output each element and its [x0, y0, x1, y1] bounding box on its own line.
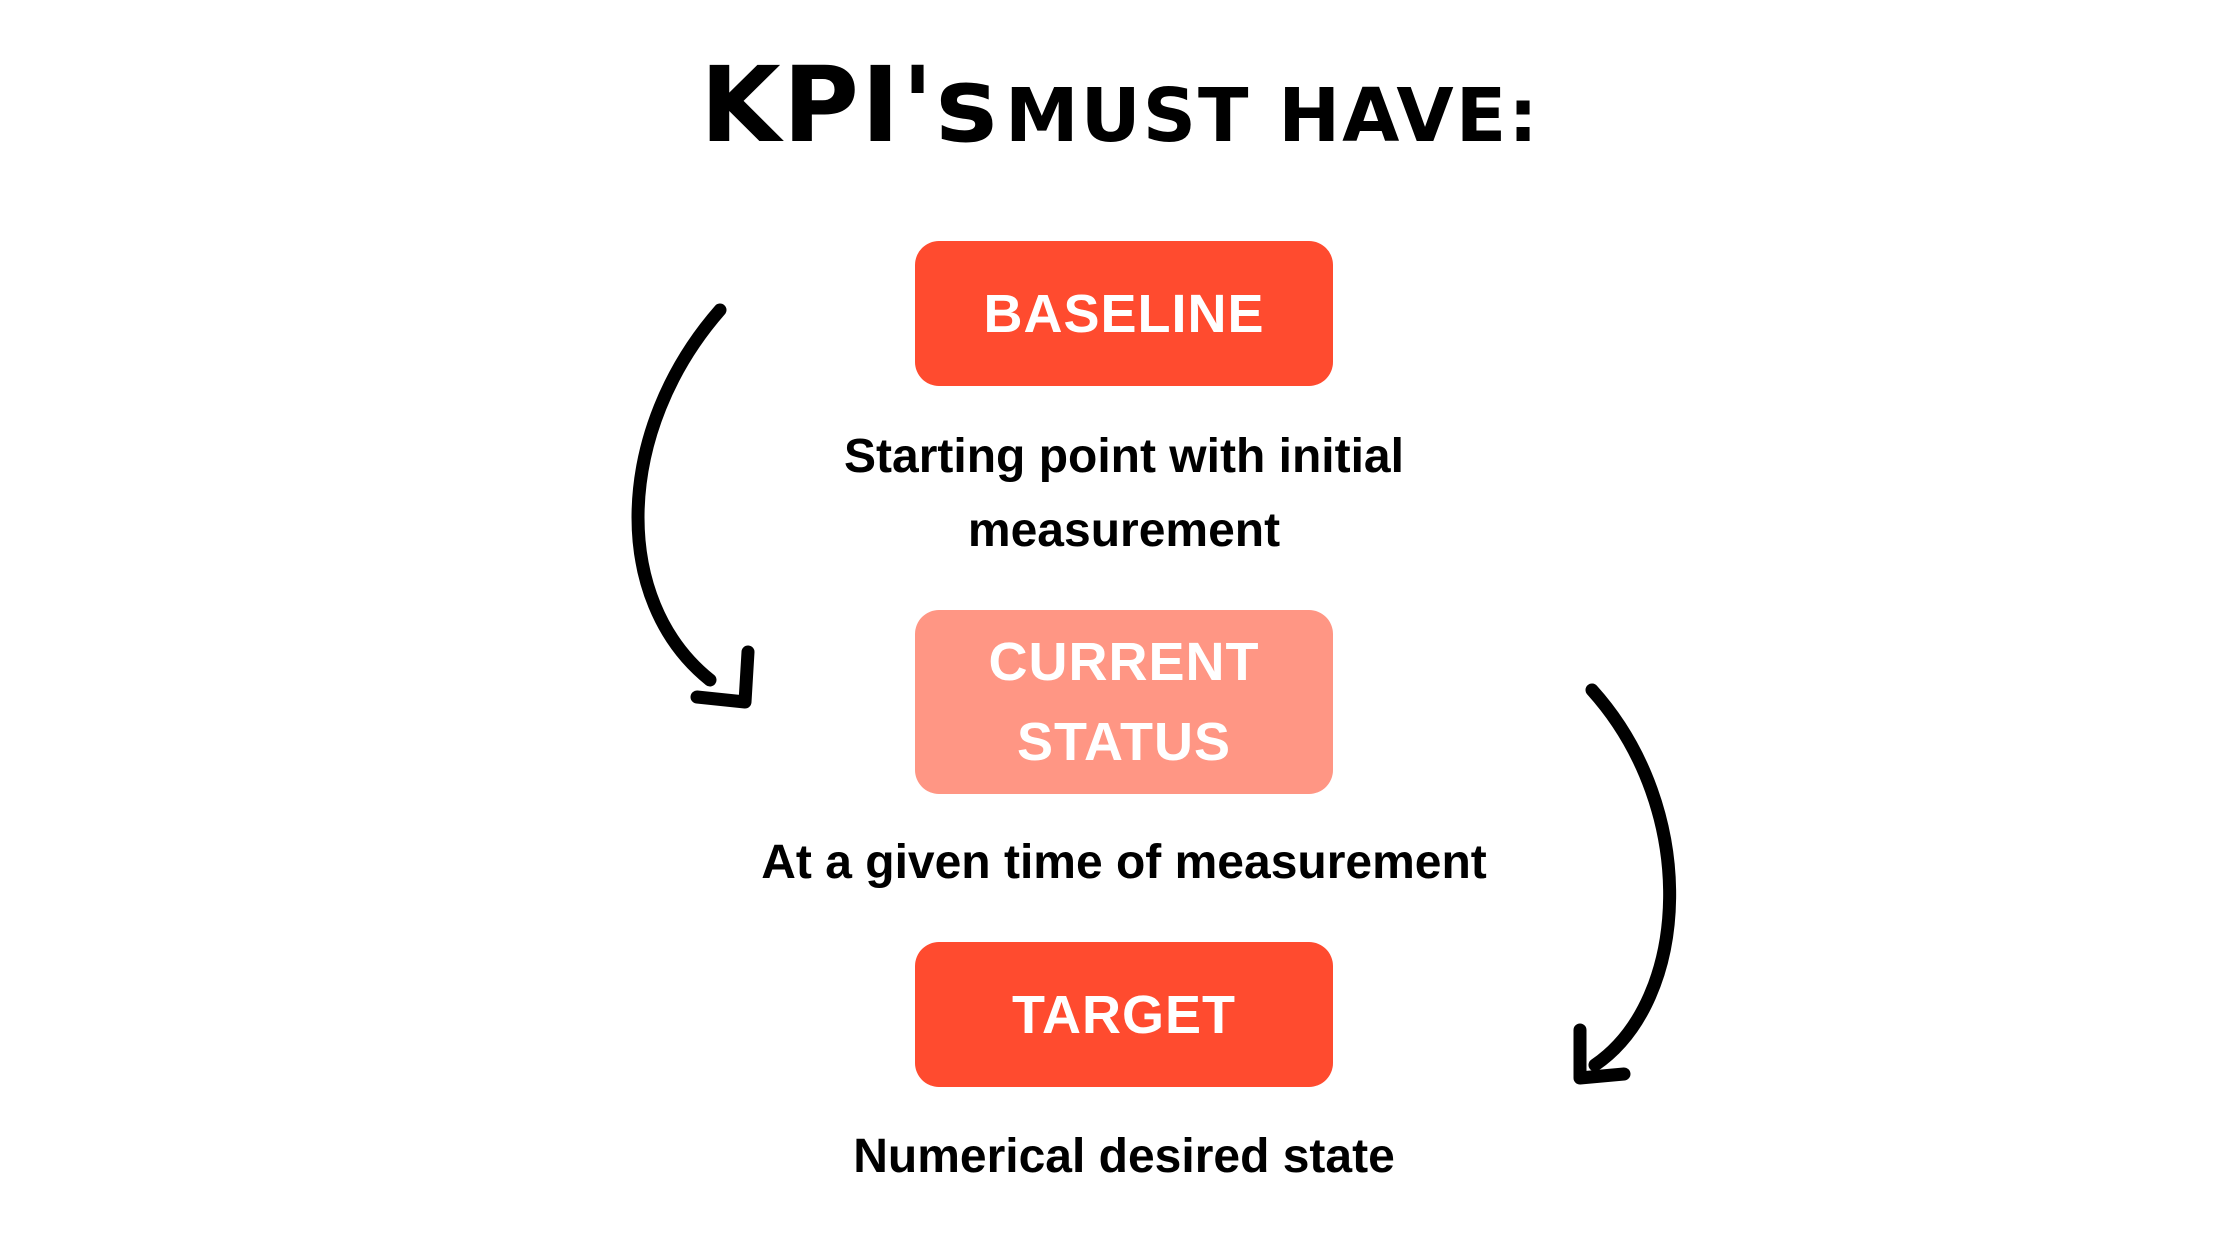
- title-kpis: KPI's: [700, 44, 1000, 166]
- baseline-box: BASELINE: [915, 241, 1333, 386]
- page-title: KPI's MUST HAVE:: [0, 40, 2240, 201]
- baseline-description: Starting point with initial measurement: [620, 420, 1628, 568]
- title-must-have: MUST HAVE:: [1004, 73, 1540, 159]
- current-status-description-line-1: At a given time of measurement: [761, 836, 1487, 889]
- target-description: Numerical desired state: [620, 1120, 1628, 1194]
- current-status-description: At a given time of measurement: [620, 826, 1628, 900]
- target-label: TARGET: [1012, 984, 1236, 1045]
- current-status-label-line-1: CURRENT: [988, 632, 1260, 692]
- current-status-box: CURRENT STATUS: [915, 610, 1333, 794]
- target-box: TARGET: [915, 942, 1333, 1087]
- baseline-label: BASELINE: [983, 283, 1265, 344]
- current-status-label-line-2: STATUS: [1017, 712, 1231, 772]
- baseline-description-line-1: Starting point with initial: [844, 430, 1404, 483]
- target-description-line-1: Numerical desired state: [853, 1130, 1395, 1183]
- baseline-description-line-2: measurement: [967, 504, 1281, 557]
